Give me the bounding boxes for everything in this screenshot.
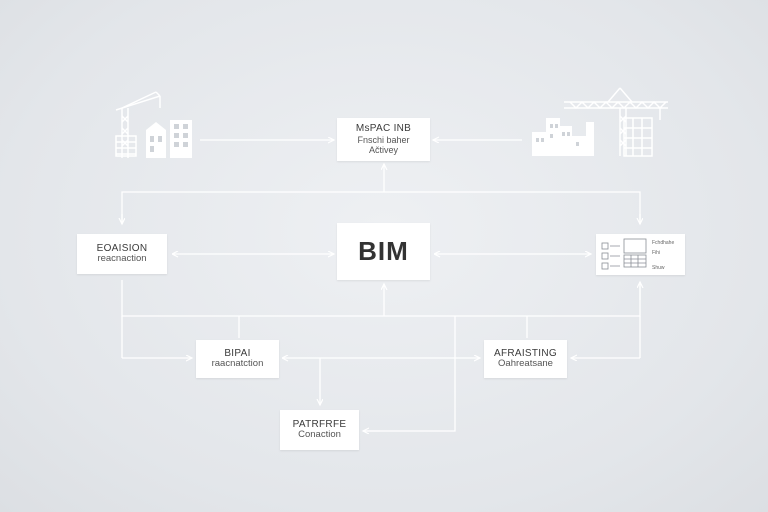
midleft-line1: BIPAI [224,347,251,359]
right-caption3: Shuw [652,265,665,271]
midright-line2: Oahreatsane [498,358,553,370]
left-process-box: EOAISION reacnaction [77,234,167,274]
spreadsheet-document-icon [600,237,650,276]
line-to-bottom-right [364,316,456,432]
midleft-line2: raacnatction [211,358,264,370]
left-box-line2: reacnaction [97,253,147,265]
right-caption1: Fchdhahe [652,240,675,246]
mid-right-process-box: AFRAISTING Oahreatsane [484,340,567,378]
top-box-line2: Fnschi baher [357,134,410,145]
mid-left-process-box: BIPAI raacnatction [196,340,279,378]
tower-crane-left-icon [112,88,202,165]
right-caption2: Fihi [652,249,661,256]
bottom-process-box: PATRFRFE Conaction [280,410,359,450]
line-lower-loop [121,280,641,317]
bottom-line2: Conaction [298,429,341,441]
midright-line1: AFRAISTING [493,347,557,359]
top-box-line3: Ačtivey [368,145,398,156]
top-activity-box: MsPAC INB Fnschi baher Ačtivey [337,118,430,161]
tower-crane-right-icon [528,86,673,163]
left-box-line1: EOAISION [96,242,148,254]
bim-label: BIM [358,235,409,266]
line-top-loop [121,191,641,222]
bim-center-box: BIM [337,223,430,280]
bottom-line1: PATRFRFE [292,418,347,430]
right-document-box: Fchdhahe Fihi Shuw [596,234,685,275]
top-box-line1: MsPAC INB [355,123,412,135]
